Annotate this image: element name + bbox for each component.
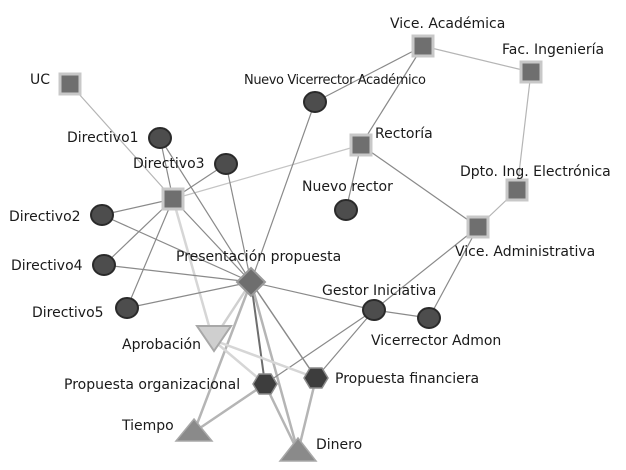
edge <box>315 309 375 379</box>
edge <box>101 214 252 283</box>
edge <box>172 198 252 283</box>
edge <box>360 144 479 228</box>
edge <box>250 281 317 379</box>
edge <box>126 198 174 309</box>
label-rectoria: Rectoría <box>375 126 433 142</box>
edge <box>69 83 174 200</box>
labels: UC Vice. Académica Fac. Ingeniería Nuevo… <box>9 16 611 453</box>
edge <box>103 264 252 283</box>
edge <box>225 163 252 283</box>
node-aprobacion[interactable] <box>195 325 233 353</box>
label-presentacion-propuesta: Presentación propuesta <box>176 249 341 265</box>
node-nuevo-rector[interactable] <box>334 199 358 221</box>
edge <box>360 45 424 146</box>
edge <box>101 198 174 216</box>
edge <box>126 281 252 309</box>
node-gestor-iniciativa[interactable] <box>362 299 386 321</box>
label-directivo3: Directivo3 <box>133 156 205 172</box>
node-directivo4[interactable] <box>92 254 116 276</box>
label-nuevo-rector: Nuevo rector <box>302 179 393 195</box>
node-vice-administrativa[interactable] <box>466 215 490 239</box>
label-directivo2: Directivo2 <box>9 209 81 225</box>
node-vicerrector-admon[interactable] <box>417 307 441 329</box>
edge <box>211 338 267 386</box>
label-nuevo-vicerrector-academico: Nuevo Vicerrector Académico <box>244 73 426 88</box>
edge <box>428 226 479 319</box>
edge <box>249 280 300 454</box>
edge <box>373 226 479 311</box>
edge <box>264 309 375 385</box>
label-directivo1: Directivo1 <box>67 130 139 146</box>
label-vicerrector-admon: Vicerrector Admon <box>371 333 501 349</box>
label-gestor-iniciativa: Gestor Iniciativa <box>322 283 436 299</box>
edge <box>250 281 266 385</box>
edge <box>211 338 318 380</box>
label-dinero: Dinero <box>316 437 362 453</box>
edge <box>171 197 215 342</box>
edge <box>250 101 316 283</box>
edge <box>192 382 267 434</box>
label-tiempo: Tiempo <box>121 418 174 434</box>
node-presentacion-propuesta[interactable] <box>235 266 267 298</box>
edge <box>422 45 532 73</box>
edge <box>192 280 253 434</box>
edge <box>250 281 375 311</box>
node-propuesta-organizacional[interactable] <box>252 373 278 395</box>
node-dpto-ing-electronica[interactable] <box>505 178 529 202</box>
node-directivo1[interactable] <box>148 127 172 149</box>
node-dinero[interactable] <box>278 436 318 462</box>
label-propuesta-organizacional: Propuesta organizacional <box>64 377 240 393</box>
node-propuesta-financiera[interactable] <box>303 367 329 389</box>
node-hub[interactable] <box>161 187 185 211</box>
label-vice-administrativa: Vice. Administrativa <box>455 244 595 260</box>
label-directivo4: Directivo4 <box>11 258 83 274</box>
label-uc: UC <box>30 72 50 88</box>
node-uc[interactable] <box>58 72 82 96</box>
node-directivo2[interactable] <box>90 204 114 226</box>
nodes <box>58 34 543 462</box>
edge <box>263 382 300 454</box>
node-nuevo-vicerrector-academico[interactable] <box>303 91 327 113</box>
node-tiempo[interactable] <box>174 417 214 442</box>
node-directivo3[interactable] <box>214 153 238 175</box>
edge <box>172 144 362 200</box>
node-directivo5[interactable] <box>115 297 139 319</box>
label-vice-academica: Vice. Académica <box>390 16 505 32</box>
label-aprobacion: Aprobación <box>122 337 201 353</box>
node-vice-academica[interactable] <box>411 34 435 58</box>
edge <box>314 45 424 103</box>
edge <box>296 376 318 454</box>
label-propuesta-financiera: Propuesta financiera <box>335 371 479 387</box>
edge <box>159 137 252 283</box>
node-rectoria[interactable] <box>349 133 373 157</box>
label-directivo5: Directivo5 <box>32 305 104 321</box>
label-dpto-ing-electronica: Dpto. Ing. Electrónica <box>460 164 611 180</box>
edge <box>516 71 532 191</box>
node-fac-ingenieria[interactable] <box>519 60 543 84</box>
label-fac-ingenieria: Fac. Ingeniería <box>502 42 604 58</box>
